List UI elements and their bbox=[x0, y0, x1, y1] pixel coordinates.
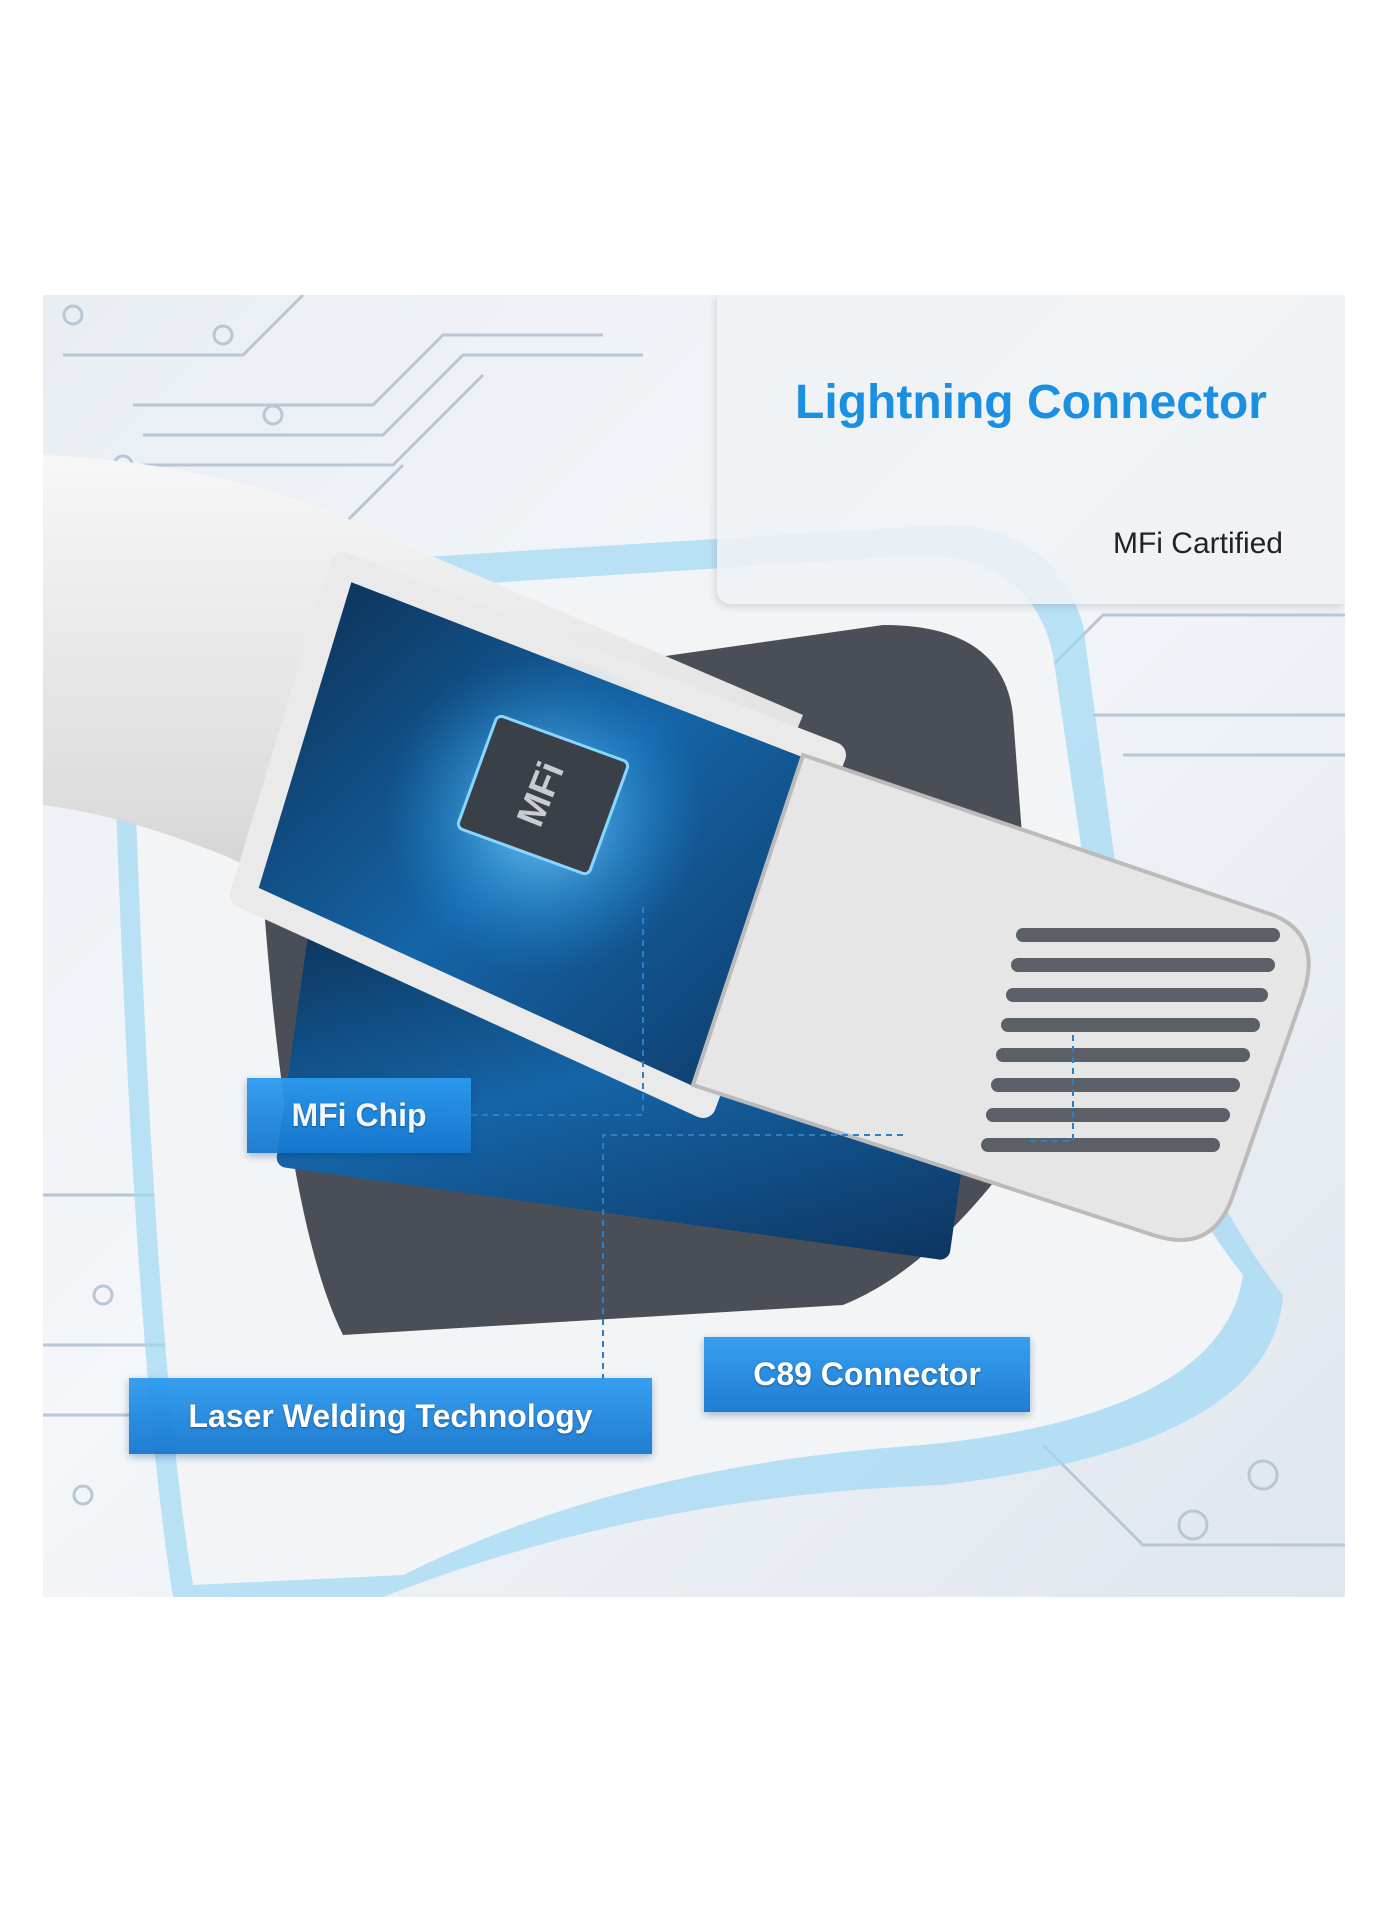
callout-leaders bbox=[471, 905, 1074, 1380]
callout-mfi-chip: MFi Chip bbox=[247, 1078, 471, 1153]
product-image: MFi Lightning Connector MFi Cartified MF… bbox=[43, 295, 1345, 1597]
callout-c89-connector: C89 Connector bbox=[704, 1337, 1030, 1412]
panel-subtitle: MFi Cartified bbox=[1112, 527, 1283, 560]
title-panel: Lightning Connector MFi Cartified bbox=[717, 295, 1345, 604]
mfi-chip bbox=[456, 714, 630, 876]
callout-laser-welding: Laser Welding Technology bbox=[129, 1378, 652, 1454]
panel-title: Lightning Connector bbox=[795, 376, 1267, 429]
plug-contacts bbox=[981, 928, 1280, 1152]
circuit-illustration: MFi bbox=[43, 295, 1345, 1597]
